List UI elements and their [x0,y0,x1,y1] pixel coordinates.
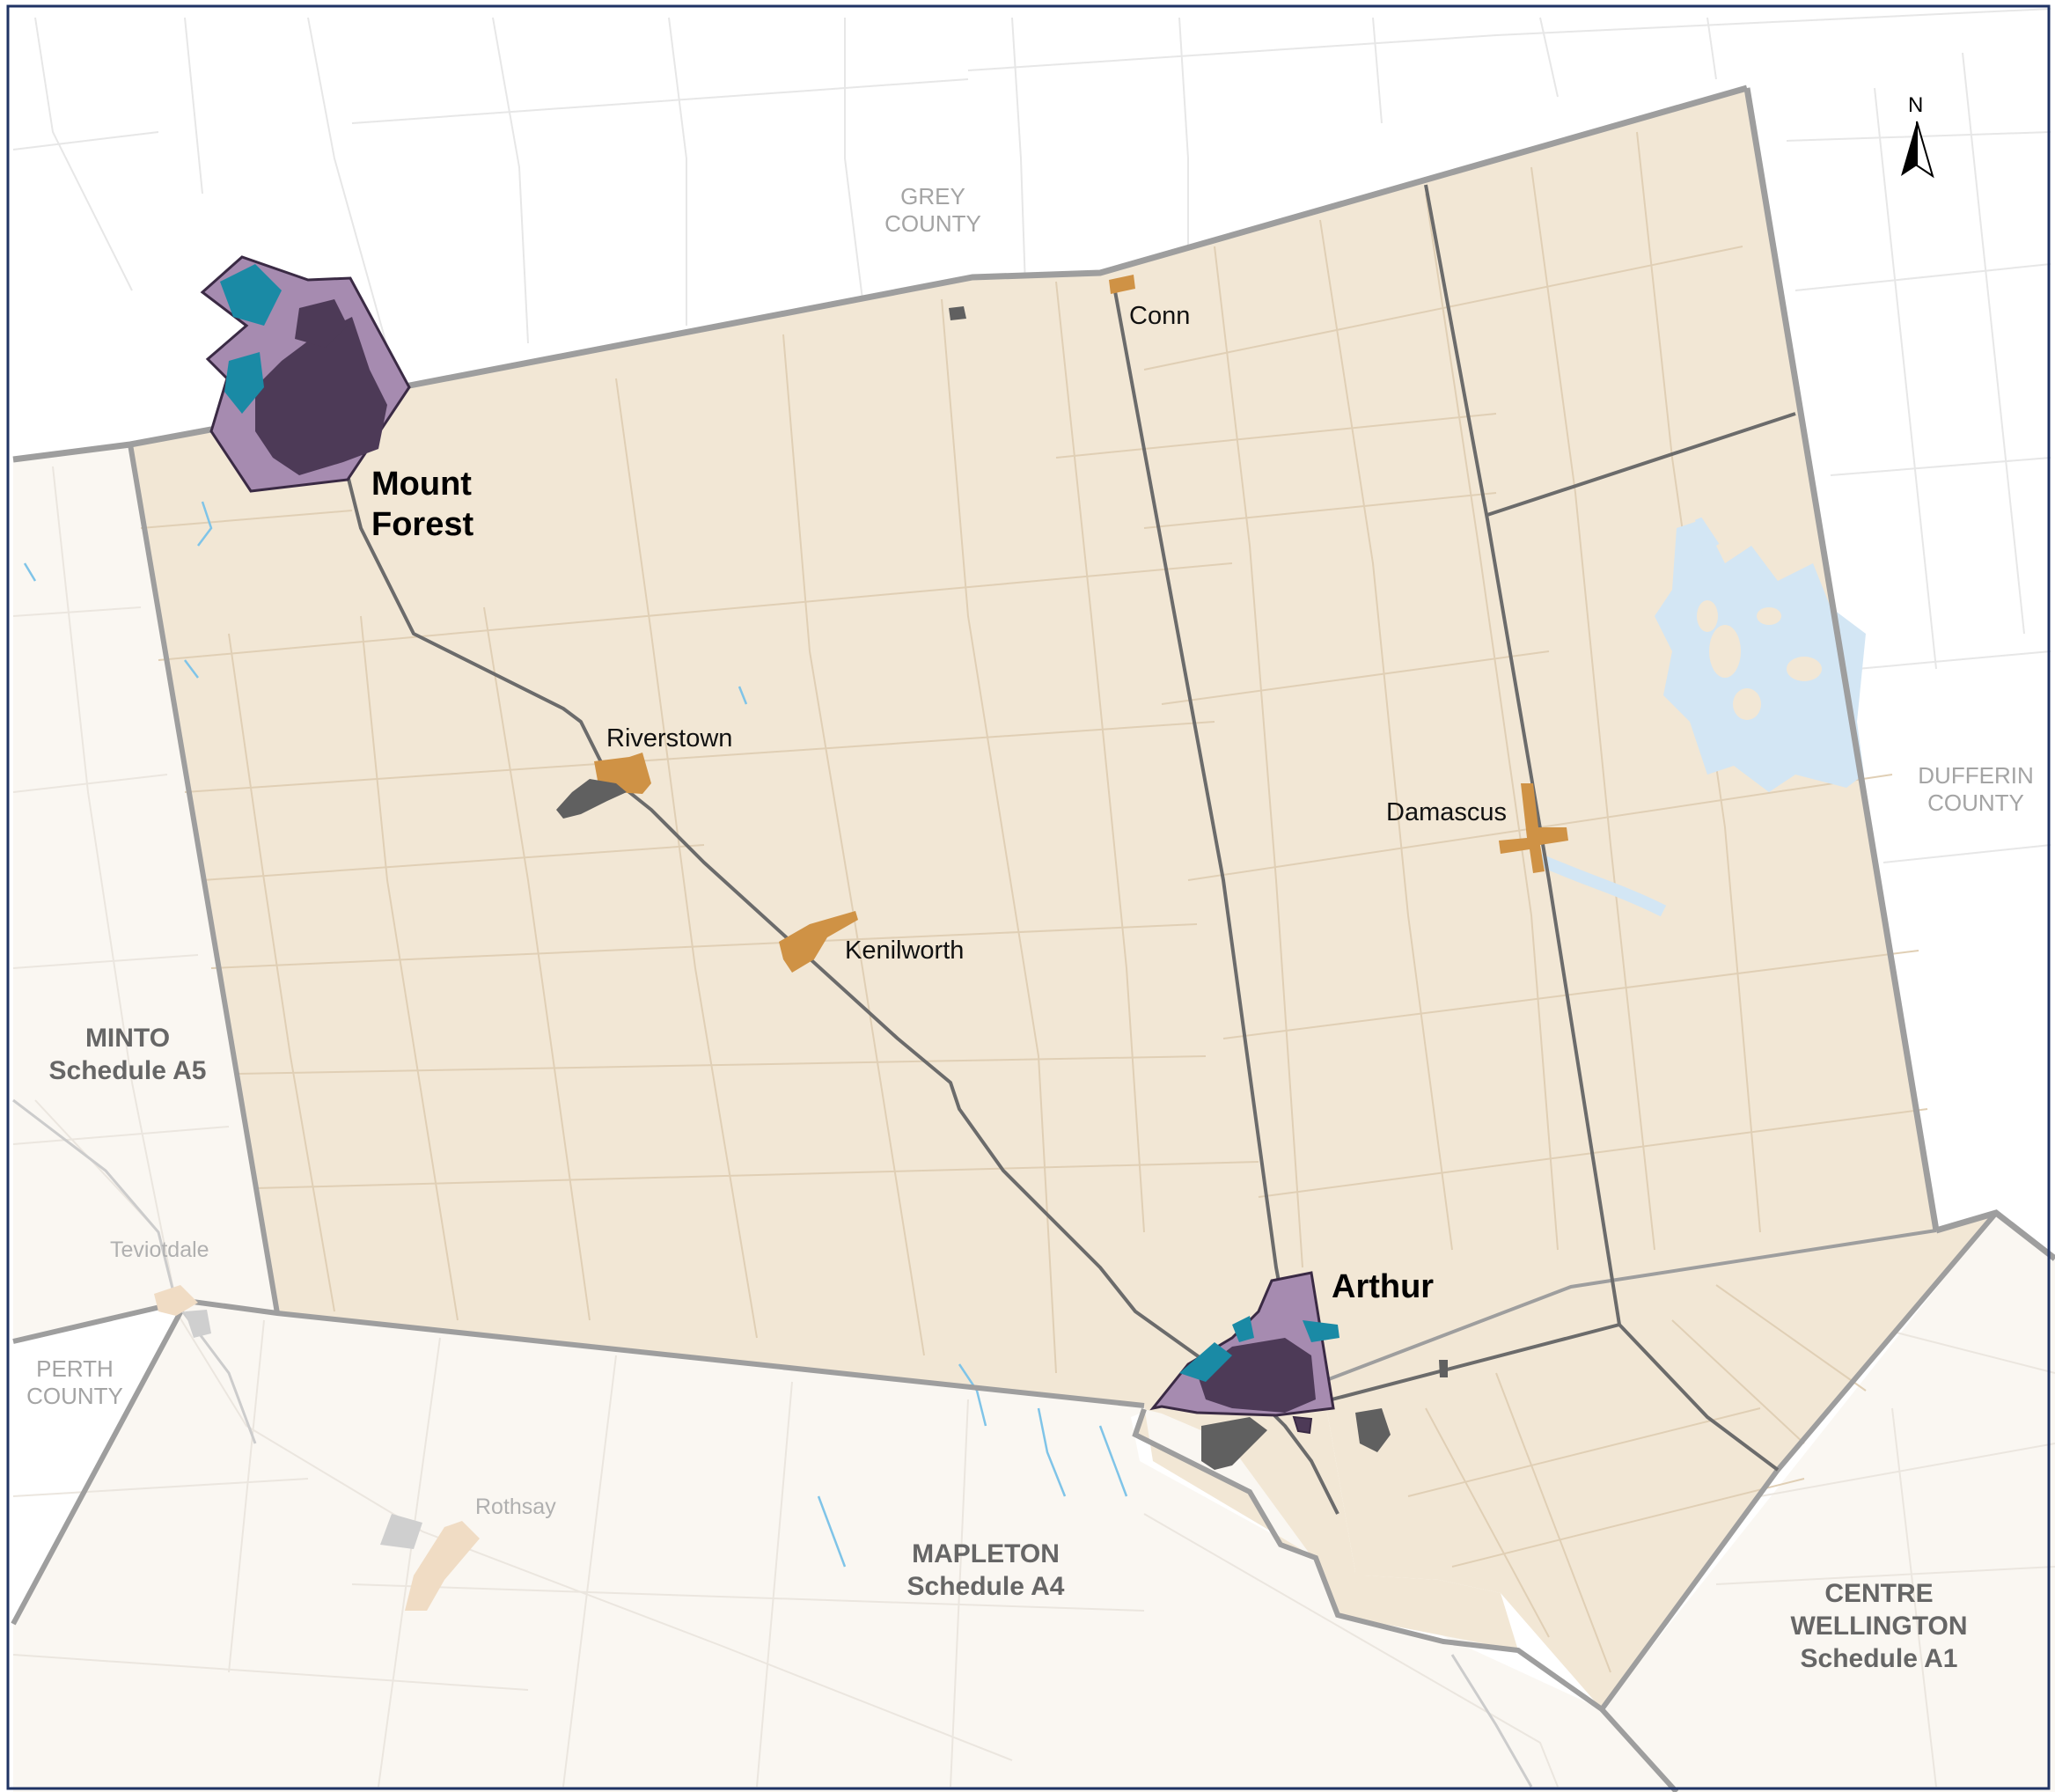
mapleton-line1: MAPLETON [912,1539,1060,1568]
grey-county-label: GREY COUNTY [871,183,994,238]
teviotdale-label: Teviotdale [110,1238,209,1262]
centre-wellington-line1: CENTRE [1824,1579,1934,1608]
river-damascus [1533,852,1667,917]
dufferin-county-label: DUFFERIN COUNTY [1910,762,2042,817]
mount-forest-name: Mount Forest [371,466,474,543]
grey-county-line2: COUNTY [884,210,981,237]
minto-area [13,444,277,1341]
lake-water [1655,519,1866,792]
centre-wellington-area [1602,1213,2055,1792]
riverstown-label: Riverstown [606,724,733,753]
minto-line1: MINTO [84,1024,171,1053]
mapleton-label: MAPLETON Schedule A4 [893,1538,1078,1603]
hamlet-areas [594,275,1568,973]
outside-lot-grid [12,466,2055,1788]
grey-county-line1: GREY [900,183,965,209]
map-frame [6,4,2051,1790]
dufferin-county-line1: DUFFERIN [1918,762,2034,789]
north-label: N [1908,93,1924,117]
centre-wellington-label: CENTRE WELLINGTON Schedule A1 [1778,1577,1980,1675]
perth-county-label: PERTH COUNTY [18,1355,132,1410]
mapleton-line2: Schedule A4 [906,1572,1065,1601]
arthur-urban-area [1149,1271,1339,1435]
outside-industrial-areas [185,1310,422,1549]
industrial-areas [556,306,1448,1470]
centre-wellington-line2: WELLINGTON [1790,1612,1968,1641]
outer-lot-grid [12,8,2051,863]
minto-label: MINTO Schedule A5 [35,1022,220,1087]
kenilworth-label: Kenilworth [845,936,965,965]
perth-county-line1: PERTH [36,1355,114,1382]
centre-wellington-line3: Schedule A1 [1800,1644,1958,1673]
lake-islands [1697,600,1822,720]
damascus-label: Damascus [1386,798,1507,826]
minto-line2: Schedule A5 [48,1056,207,1085]
outside-hamlet-areas [154,1285,480,1611]
north-arrow-icon [1901,121,1934,179]
outside-roads [12,1098,1533,1788]
perth-county-line2: COUNTY [26,1383,123,1409]
streams [23,501,1128,1568]
dufferin-county-line2: COUNTY [1927,790,2024,816]
conn-label: Conn [1129,302,1191,330]
township-east-area [1322,1213,1996,1709]
rothsay-label: Rothsay [475,1495,556,1519]
lake-inlet [1695,517,1720,564]
arthur-label: Arthur [1332,1268,1435,1305]
mount-forest-urban-area [200,255,411,493]
mount-forest-label: Mount Forest [371,464,503,545]
